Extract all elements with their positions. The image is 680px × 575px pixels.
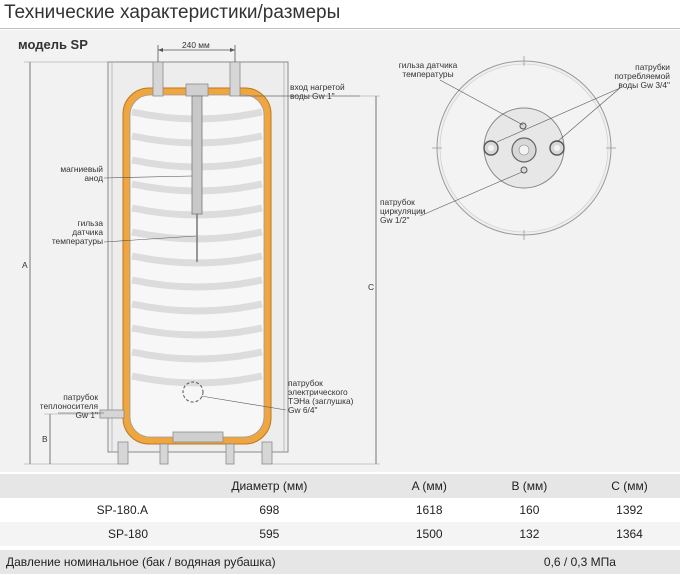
svg-text:температуры: температуры: [402, 69, 453, 79]
svg-text:патрубки: патрубки: [635, 62, 670, 72]
svg-text:патрубок: патрубок: [380, 197, 415, 207]
svg-text:электрического: электрического: [288, 387, 348, 397]
electric-heater-label: патрубок электрического ТЭНа (заглушка) …: [200, 378, 354, 415]
pressure-label: Давление номинальное (бак / водяная руба…: [0, 550, 480, 574]
table-header-cell: Диаметр (мм): [160, 474, 379, 498]
table-header-cell: B (мм): [479, 474, 579, 498]
table-header-cell: [0, 474, 160, 498]
table-cell: 1364: [578, 522, 680, 546]
svg-text:гильза: гильза: [78, 218, 104, 228]
sensor-top-label: гильза датчика температуры: [399, 60, 524, 126]
table-cell: 132: [479, 522, 579, 546]
coil-band: [131, 300, 263, 315]
specs-table: Диаметр (мм) A (мм) B (мм) C (мм) SP-180…: [0, 474, 680, 574]
heater-inlet-label: патрубок теплоносителя Gw 1": [40, 392, 104, 420]
technical-drawing: 240 мм A B C вход нагретой воды Gw 1" ма…: [22, 40, 670, 465]
dim-240: 240 мм: [182, 40, 210, 50]
coil-band: [131, 348, 263, 363]
title-divider: [0, 28, 680, 29]
table-header-row: Диаметр (мм) A (мм) B (мм) C (мм): [0, 474, 680, 498]
table-header-cell: A (мм): [378, 474, 480, 498]
circulation-label: патрубок циркуляции Gw 1/2": [380, 171, 523, 225]
anode-label: магниевый анод: [60, 164, 193, 183]
svg-text:вход нагретой: вход нагретой: [290, 82, 345, 92]
outlet-label: патрубки потребляемой воды Gw 3/4": [496, 62, 670, 143]
svg-text:Gw 1/2": Gw 1/2": [380, 215, 410, 225]
table-row: SP-180 595 1500 132 1364: [0, 522, 680, 546]
coil-band: [131, 276, 263, 291]
table-spacer: [0, 546, 680, 550]
svg-text:анод: анод: [84, 173, 103, 183]
model-label: модель SP: [18, 37, 88, 52]
svg-text:гильза датчика: гильза датчика: [399, 60, 458, 70]
coil-band: [131, 252, 263, 267]
table-cell: 1500: [378, 522, 480, 546]
table-cell: SP-180: [0, 522, 160, 546]
table-cell: 595: [160, 522, 379, 546]
svg-text:Gw 6/4": Gw 6/4": [288, 405, 318, 415]
svg-text:магниевый: магниевый: [60, 164, 103, 174]
svg-text:теплоносителя: теплоносителя: [40, 401, 98, 411]
sensor-left-label: гильза датчика температуры: [52, 218, 197, 246]
table-cell: 160: [479, 498, 579, 522]
pressure-row: Давление номинальное (бак / водяная руба…: [0, 550, 680, 574]
svg-text:воды Gw 3/4": воды Gw 3/4": [618, 80, 670, 90]
svg-text:патрубок: патрубок: [63, 392, 98, 402]
table-cell: SP-180.A: [0, 498, 160, 522]
page-title: Технические характеристики/размеры: [4, 2, 341, 23]
hot-water-inlet-label: вход нагретой воды Gw 1": [240, 82, 360, 101]
tank-top-view: [432, 56, 616, 240]
svg-text:температуры: температуры: [52, 236, 103, 246]
dim-a-label: A: [22, 260, 28, 270]
svg-text:ТЭНа (заглушка): ТЭНа (заглушка): [288, 396, 354, 406]
svg-text:потребляемой: потребляемой: [614, 71, 670, 81]
table-cell: 1618: [378, 498, 480, 522]
svg-text:датчика: датчика: [72, 227, 103, 237]
svg-text:патрубок: патрубок: [288, 378, 323, 388]
table-row: SP-180.A 698 1618 160 1392: [0, 498, 680, 522]
coil-band: [131, 324, 263, 339]
svg-text:циркуляции: циркуляции: [380, 206, 426, 216]
table-header-cell: C (мм): [578, 474, 680, 498]
tank-side-view: [99, 61, 289, 465]
svg-text:Gw 1": Gw 1": [75, 410, 98, 420]
dim-b-label: B: [42, 434, 48, 444]
table-cell: 698: [160, 498, 379, 522]
pressure-value: 0,6 / 0,3 МПа: [479, 550, 680, 574]
table-cell: 1392: [578, 498, 680, 522]
dim-c-label: C: [368, 282, 374, 292]
